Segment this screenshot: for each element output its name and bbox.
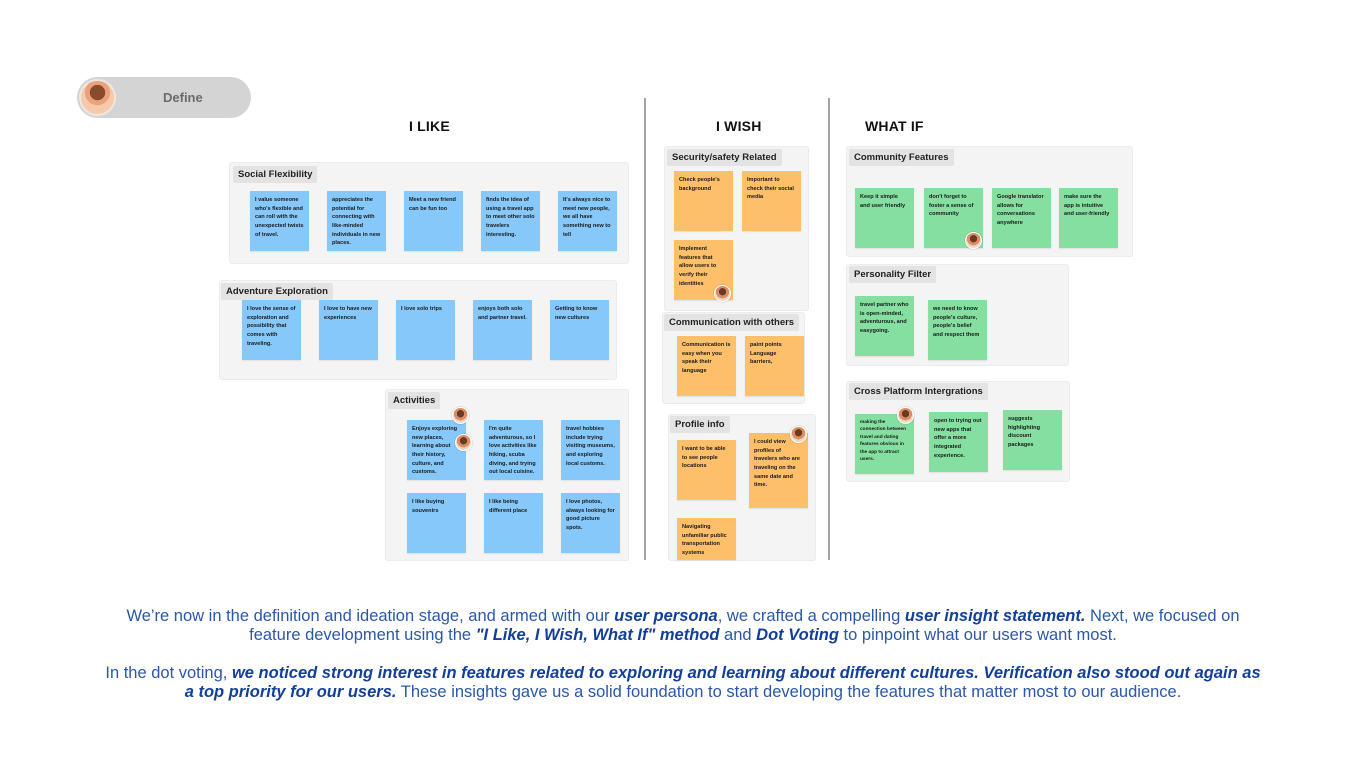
emphasis: user insight statement. [904, 607, 1086, 625]
sticky-note[interactable]: Google translator allows for conversatio… [992, 188, 1051, 248]
section-label: Social Flexibility [233, 166, 318, 183]
sticky-note[interactable]: Meet a new friend can be fun too [404, 191, 463, 251]
column-divider [828, 98, 830, 560]
sticky-note[interactable]: I'm quite adventurous, so I love activit… [484, 420, 543, 480]
sticky-note[interactable]: I love the sense of exploration and poss… [242, 300, 301, 360]
section-label: Profile info [670, 416, 730, 433]
section-label: Adventure Exploration [221, 283, 333, 300]
description-paragraph-1: We’re now in the definition and ideation… [100, 607, 1266, 645]
sticky-note[interactable]: suggests highlighting discount packages [1003, 410, 1062, 470]
description-paragraph-2: In the dot voting, we noticed strong int… [100, 664, 1266, 702]
sticky-note[interactable]: Important to check their social media [742, 171, 801, 231]
vote-avatar-icon [897, 407, 914, 424]
sticky-note[interactable]: I love to have new experiences [319, 300, 378, 360]
text-span: to pinpoint what our users want most. [838, 626, 1117, 644]
text-span: These insights gave us a solid foundatio… [396, 683, 1182, 701]
column-title-i-wish: I WISH [716, 118, 762, 134]
vote-avatar-icon [790, 426, 807, 443]
sticky-note[interactable]: I love solo trips [396, 300, 455, 360]
column-title-what-if: WHAT IF [865, 118, 924, 134]
sticky-note[interactable]: making the connection between travel and… [855, 414, 914, 474]
text-span: and [719, 626, 757, 644]
sticky-note[interactable]: I want to be able to see people location… [677, 440, 736, 500]
section-label: Communication with others [664, 314, 800, 331]
column-title-i-like: I LIKE [409, 118, 450, 134]
text-span: , we crafted a compelling [717, 607, 905, 625]
sticky-note[interactable]: I love photos, always looking for good p… [561, 493, 620, 553]
stage-pill: Define [77, 77, 251, 118]
sticky-note[interactable]: paint points Language barriers, [745, 336, 804, 396]
sticky-note[interactable]: It's always nice to meet new people, we … [558, 191, 617, 251]
sticky-note[interactable]: I could view profiles of travelers who a… [749, 433, 808, 508]
sticky-note[interactable]: travel partner who is open-minded, adven… [855, 296, 914, 356]
sticky-note[interactable]: finds the idea of using a travel app to … [481, 191, 540, 251]
vote-avatar-icon [452, 407, 469, 424]
section-label: Cross Platform Intergrations [849, 383, 988, 400]
sticky-note[interactable]: travel hobbies include trying visiting m… [561, 420, 620, 480]
stage-label: Define [163, 90, 203, 105]
sticky-note[interactable]: Communication is easy when you speak the… [677, 336, 736, 396]
sticky-note[interactable]: Navigating unfamiliar public transportat… [677, 518, 736, 560]
sticky-note[interactable]: I like buying souvenirs [407, 493, 466, 553]
vote-avatar-icon [965, 232, 982, 249]
sticky-note[interactable]: Getting to know new cultures [550, 300, 609, 360]
sticky-note[interactable]: I like being different place [484, 493, 543, 553]
emphasis: Dot Voting [756, 626, 839, 644]
section-label: Security/safety Related [667, 149, 782, 166]
vote-avatar-icon [714, 285, 731, 302]
sticky-note[interactable]: appreciates the potential for connecting… [327, 191, 386, 251]
vote-avatar-icon [455, 434, 472, 451]
text-span: In the dot voting, [105, 664, 232, 682]
sticky-note[interactable]: I value someone who's flexible and can r… [250, 191, 309, 251]
emphasis: "I Like, I Wish, What If" method [475, 626, 720, 644]
user-avatar-icon [79, 79, 116, 116]
emphasis: user persona [614, 607, 718, 625]
text-span: We’re now in the definition and ideation… [126, 607, 615, 625]
section-label: Activities [388, 392, 441, 409]
sticky-note[interactable]: we need to know people's culture, people… [928, 300, 987, 360]
section-label: Community Features [849, 149, 954, 166]
emphasis: we noticed strong interest in features r… [184, 664, 1261, 701]
column-divider [644, 98, 646, 560]
sticky-note[interactable]: open to trying out new apps that offer a… [929, 412, 988, 472]
sticky-note[interactable]: Keep it simple and user friendly [855, 188, 914, 248]
text-span: Next, we focused on feature development … [249, 607, 1240, 644]
sticky-note[interactable]: enjoys both solo and partner travel. [473, 300, 532, 360]
section-label: Personality Filter [849, 266, 937, 283]
sticky-note[interactable]: Check people's background [674, 171, 733, 231]
sticky-note[interactable]: Enjoys exploring new places, learning ab… [407, 420, 466, 480]
sticky-note[interactable]: make sure the app is intuitive and user-… [1059, 188, 1118, 248]
